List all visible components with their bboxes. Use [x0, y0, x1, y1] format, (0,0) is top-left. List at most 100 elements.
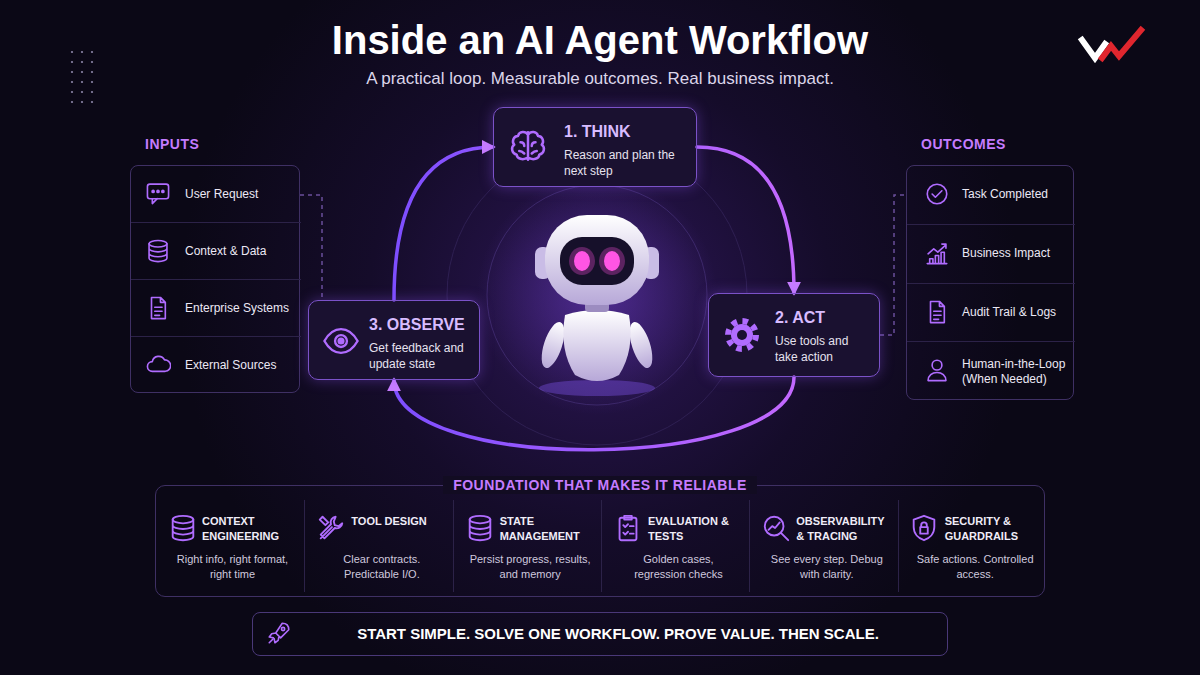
dashed-connector	[300, 195, 322, 300]
icons-part	[914, 516, 935, 540]
icons-part	[765, 517, 788, 540]
step-box-fills-part	[308, 300, 480, 380]
title: Inside an AI Agent Workflow	[0, 16, 1200, 64]
item-label: External Sources	[185, 358, 276, 373]
step-text: Use tools and take action	[775, 333, 871, 365]
item-title: EVALUATION & TESTS	[648, 514, 746, 544]
gear-icon-part	[728, 321, 756, 349]
icons-part	[147, 356, 170, 371]
gear-icon	[728, 321, 756, 349]
step-title: 2. ACT	[775, 308, 871, 328]
list-item: Audit Trail & Logs	[907, 284, 1075, 343]
center-rings-part	[447, 145, 747, 445]
icons-part	[324, 329, 357, 353]
step-box-fills-part	[708, 293, 880, 377]
foundation-item: CONTEXT ENGINEERING Right info, right for…	[156, 500, 309, 592]
list-item: External Sources	[131, 337, 301, 394]
loop-arrow	[394, 147, 493, 300]
robot-illustration-part	[574, 251, 590, 271]
icons-part	[320, 517, 343, 539]
item-label: Audit Trail & Logs	[962, 305, 1056, 320]
list-item: Human-in-the-Loop (When Needed)	[907, 342, 1077, 401]
banner-box: START SIMPLE. SOLVE ONE WORKFLOW. PROVE …	[252, 612, 948, 656]
item-text: Golden cases, regression checks	[617, 552, 739, 582]
loop-arrow	[394, 377, 794, 450]
panel-heading: INPUTS	[145, 135, 199, 153]
icons-part	[149, 240, 167, 261]
dot-grid	[66, 50, 100, 106]
robot-illustration-part	[599, 247, 625, 275]
group-panel: OUTCOMESTask CompletedBusiness ImpactAud…	[906, 165, 1074, 400]
item-text: Clear contracts. Predictable I/O.	[321, 552, 443, 582]
item-label: Enterprise Systems	[185, 301, 289, 316]
banner-text: START SIMPLE. SOLVE ONE WORKFLOW. PROVE …	[357, 625, 879, 643]
robot-illustration-part	[604, 251, 620, 271]
step-text: Get feedback and update state	[369, 340, 471, 372]
item-text: Right info, right format, right time	[172, 552, 294, 582]
item-label: User Request	[185, 187, 258, 202]
step-text: Reason and plan the next step	[564, 147, 688, 179]
item-label: Context & Data	[185, 244, 266, 259]
icons-part	[152, 297, 166, 318]
group-panel: INPUTSUser RequestContext & DataEnterpri…	[130, 165, 300, 393]
icons	[147, 132, 946, 643]
item-title: OBSERVABILITY & TRACING	[796, 514, 894, 544]
logo-part	[1102, 30, 1141, 58]
robot-illustration-part	[560, 237, 634, 285]
icons-part	[269, 623, 289, 643]
icons-part	[928, 360, 946, 380]
icons-part	[931, 301, 945, 322]
robot-illustration-part	[569, 247, 595, 275]
step-box: 2. ACT Use tools and take action	[708, 293, 880, 377]
robot-illustration-part	[563, 310, 630, 381]
step-box-fills-part	[493, 107, 697, 187]
item-label: Human-in-the-Loop (When Needed)	[962, 357, 1069, 387]
item-label: Business Impact	[962, 246, 1050, 261]
foundation-item: OBSERVABILITY & TRACING See every step. D…	[749, 500, 903, 592]
center-rings	[447, 145, 747, 445]
foundation-item: SECURITY & GUARDRAILS Safe actions. Contr…	[898, 500, 1052, 592]
loop-arrow	[697, 147, 794, 293]
gear-icon-part	[737, 330, 747, 340]
item-text: Persist progress, results, and memory	[469, 552, 591, 582]
dashed-connector	[880, 195, 906, 335]
list-item: Enterprise Systems	[131, 280, 301, 337]
step-title: 3. OBSERVE	[369, 315, 471, 335]
icons-part	[512, 132, 544, 160]
list-item: Business Impact	[907, 225, 1075, 284]
gear-icon-part	[731, 324, 753, 346]
icons-part	[173, 516, 194, 540]
icons-part	[470, 516, 491, 540]
step-box: 1. THINK Reason and plan the next step	[493, 107, 697, 187]
icons-part	[620, 516, 637, 540]
list-item: Context & Data	[131, 223, 301, 280]
icons-part	[927, 184, 947, 204]
foundation-item: TOOL DESIGN Clear contracts. Predictable …	[304, 500, 458, 592]
item-title: STATE MANAGEMENT	[500, 514, 598, 544]
icons-part	[927, 244, 947, 264]
item-text: See every step. Debug with clarity.	[766, 552, 888, 582]
step-title: 1. THINK	[564, 122, 688, 142]
robot-illustration-part	[545, 215, 649, 305]
foundation-item: EVALUATION & TESTS Golden cases, regressi…	[601, 500, 755, 592]
center-rings-part	[477, 175, 717, 415]
panel-heading: FOUNDATION THAT MAKES IT RELIABLE	[443, 476, 757, 494]
robot-illustration	[535, 215, 659, 396]
caption: A practical loop. Measurable outcomes. R…	[0, 68, 1200, 90]
item-title: TOOL DESIGN	[351, 514, 449, 529]
item-text: Safe actions. Controlled access.	[914, 552, 1036, 582]
list-item: User Request	[131, 166, 301, 223]
icons-part	[147, 184, 168, 204]
list-item: Task Completed	[907, 166, 1075, 225]
item-title: SECURITY & GUARDRAILS	[945, 514, 1043, 544]
robot-illustration-part	[539, 380, 655, 396]
foundation-panel: FOUNDATION THAT MAKES IT RELIABLECONTEXT…	[155, 485, 1045, 597]
item-title: CONTEXT ENGINEERING	[202, 514, 300, 544]
logo	[1082, 30, 1141, 58]
step-box: 3. OBSERVE Get feedback and update state	[308, 300, 480, 380]
item-label: Task Completed	[962, 187, 1048, 202]
step-box-fills	[308, 107, 880, 380]
